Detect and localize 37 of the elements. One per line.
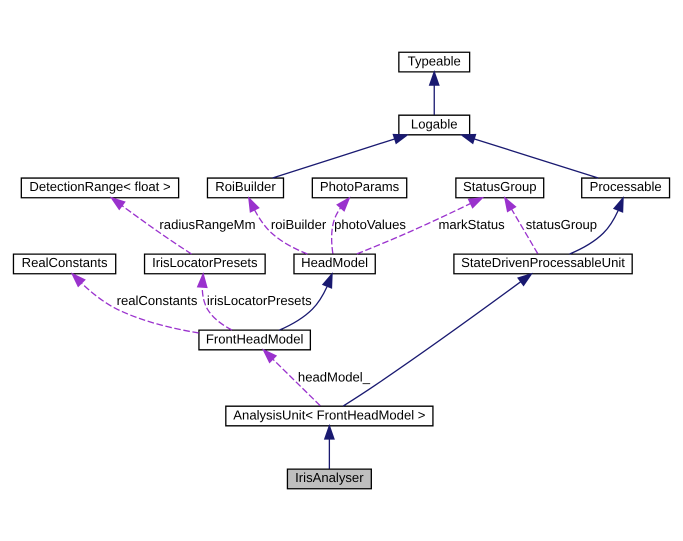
edge-label: headModel_ bbox=[298, 369, 370, 384]
edge-label: radiusRangeMm bbox=[159, 217, 256, 232]
edge-label: roiBuilder bbox=[270, 217, 326, 232]
node-box: DetectionRange< float > bbox=[20, 177, 180, 198]
node-box: StatusGroup bbox=[455, 177, 544, 198]
arrow bbox=[356, 196, 484, 254]
arrow bbox=[331, 196, 351, 254]
arrow bbox=[110, 196, 192, 255]
arrow bbox=[272, 134, 410, 179]
arrow bbox=[324, 424, 335, 469]
arrow bbox=[196, 272, 232, 331]
arrow bbox=[504, 196, 538, 254]
node-box: Typeable bbox=[398, 52, 470, 73]
edge-label: photoValues bbox=[334, 217, 406, 232]
node-box: RealConstants bbox=[12, 253, 116, 274]
arrow bbox=[70, 272, 199, 334]
node-box: Logable bbox=[398, 114, 470, 136]
arrow bbox=[279, 272, 333, 331]
arrow bbox=[248, 196, 308, 255]
node-box: StateDrivenProcessableUnit bbox=[453, 253, 633, 274]
arrow bbox=[460, 134, 598, 179]
node-box: RoiBuilder bbox=[206, 177, 284, 198]
node-box: IrisAnalyser bbox=[286, 468, 372, 490]
arrow bbox=[428, 70, 440, 115]
edge-label: markStatus bbox=[438, 217, 505, 232]
arrow bbox=[342, 272, 533, 407]
arrow bbox=[569, 196, 624, 255]
edge-label: irisLocatorPresets bbox=[206, 293, 312, 308]
node-box: FrontHeadModel bbox=[198, 330, 312, 350]
node-box: AnalysisUnit< FrontHeadModel > bbox=[225, 406, 434, 426]
arrow bbox=[262, 348, 321, 406]
node-box: Processable bbox=[581, 177, 670, 198]
edge-label: realConstants bbox=[116, 293, 198, 308]
edge-label: statusGroup bbox=[526, 217, 598, 232]
node-box: IrisLocatorPresets bbox=[144, 253, 266, 274]
node-box: PhotoParams bbox=[312, 177, 408, 198]
node-box: HeadModel bbox=[293, 253, 376, 274]
